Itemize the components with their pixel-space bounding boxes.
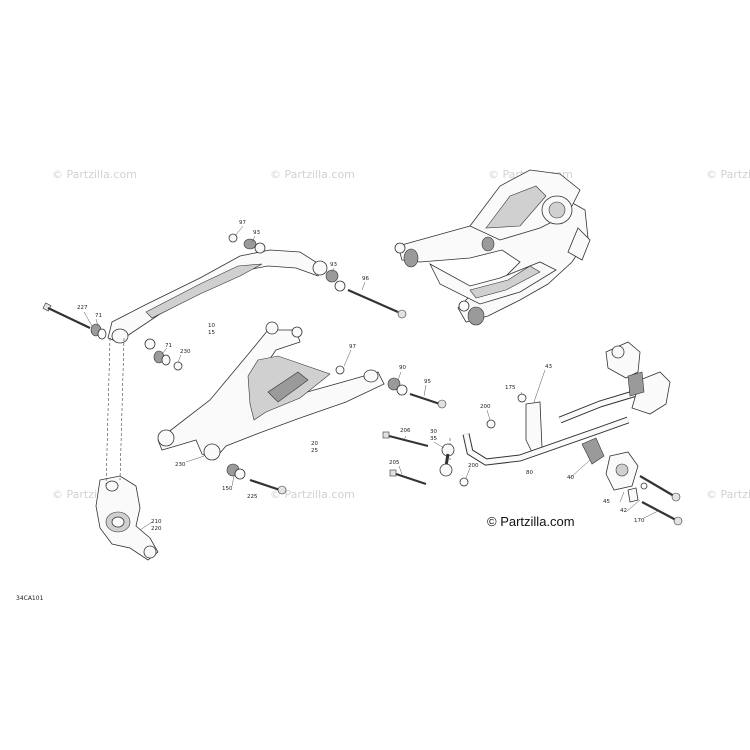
sway-bar	[462, 341, 683, 526]
callout-35: 35	[430, 436, 437, 442]
watermark: © Partzilla.com	[706, 488, 750, 501]
callout-225: 225	[247, 494, 258, 500]
callout-170: 170	[634, 518, 645, 524]
callout-25: 25	[311, 448, 318, 454]
callout-30: 30	[430, 429, 437, 435]
partzilla-brand-label: © Partzilla.com	[487, 514, 575, 529]
callout-150: 150	[222, 486, 233, 492]
lower-control-arm	[157, 321, 385, 461]
callout-labels: 97 93 93 96 227 71 10 15 71 230 97 90 95…	[77, 220, 645, 532]
watermark-layer: © Partzilla.com © Partzilla.com © Partzi…	[52, 168, 750, 501]
callout-93: 93	[253, 230, 260, 236]
callout-210: 210	[151, 519, 162, 525]
watermark: © Partzilla.com	[52, 168, 137, 181]
callout-96: 96	[362, 276, 369, 282]
callout-175: 175	[505, 385, 516, 391]
callout-227: 227	[77, 305, 88, 311]
callout-97: 97	[349, 344, 356, 350]
leader-lines	[83, 225, 661, 531]
wheel-knuckle	[95, 475, 159, 561]
callout-15: 15	[208, 330, 215, 336]
callout-71: 71	[95, 313, 102, 319]
callout-71: 71	[165, 343, 172, 349]
callout-20: 20	[311, 441, 318, 447]
callout-230: 230	[175, 462, 186, 468]
callout-10: 10	[208, 323, 215, 329]
callout-90: 90	[399, 365, 406, 371]
callout-42: 42	[620, 508, 627, 514]
callout-205: 205	[389, 460, 400, 466]
callout-95: 95	[424, 379, 431, 385]
upper-control-arm	[107, 249, 328, 350]
hardware-parts	[42, 233, 543, 495]
diagram-code: 34CA101	[16, 595, 44, 602]
callout-97: 97	[239, 220, 246, 226]
watermark: © Partzilla.com	[706, 168, 750, 181]
assembled-suspension-view	[394, 169, 591, 326]
callout-80: 80	[526, 470, 533, 476]
callout-206: 206	[400, 428, 411, 434]
callout-40: 40	[567, 475, 574, 481]
callout-230: 230	[180, 349, 191, 355]
watermark: © Partzilla.com	[270, 488, 355, 501]
callout-220: 220	[151, 526, 162, 532]
callout-45: 45	[603, 499, 610, 505]
callout-43: 43	[545, 364, 552, 370]
callout-200: 200	[468, 463, 479, 469]
callout-93: 93	[330, 262, 337, 268]
callout-200: 200	[480, 404, 491, 410]
watermark: © Partzilla.com	[270, 168, 355, 181]
